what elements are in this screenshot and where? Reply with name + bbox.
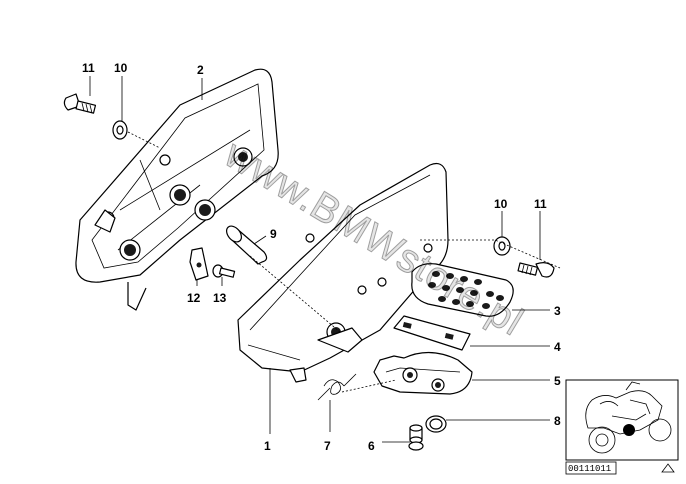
motorcycle-inset: 00111011 xyxy=(565,379,679,475)
callout-11-left: 11 xyxy=(82,61,95,75)
callout-6: 6 xyxy=(368,439,375,453)
callout-labels: 11 10 2 9 12 13 1 7 6 10 11 3 4 5 8 xyxy=(82,61,561,453)
callout-8: 8 xyxy=(554,414,561,428)
pivot-bolt-part-6 xyxy=(408,424,424,451)
callout-7: 7 xyxy=(324,439,331,453)
clip-nut-part-12 xyxy=(189,247,209,281)
callout-13: 13 xyxy=(213,291,227,305)
callout-1: 1 xyxy=(264,439,271,453)
bracket-plate-part-2 xyxy=(75,68,279,311)
callout-10-right: 10 xyxy=(494,197,508,211)
callout-2: 2 xyxy=(197,63,204,77)
spring-part-7 xyxy=(317,373,357,401)
washer-part-10-left xyxy=(112,120,128,140)
bolt-part-11-left xyxy=(63,93,97,114)
callout-12: 12 xyxy=(187,291,201,305)
footpeg-part-5 xyxy=(373,351,473,395)
callout-9: 9 xyxy=(270,227,277,241)
pin-part-9 xyxy=(226,225,268,265)
screw-part-13 xyxy=(212,264,236,278)
shim-plate-part-4 xyxy=(393,315,471,351)
bolt-part-11-right xyxy=(517,262,555,278)
diagram-code: 00111011 xyxy=(568,464,611,474)
callout-5: 5 xyxy=(554,374,561,388)
callout-10-left: 10 xyxy=(114,61,128,75)
circlip-part-8 xyxy=(425,415,447,433)
rubber-pad-part-3 xyxy=(411,263,514,317)
washer-part-10-right xyxy=(493,236,511,256)
heel-guard-part-1 xyxy=(237,162,449,383)
triangle-icon xyxy=(661,463,675,473)
callout-4: 4 xyxy=(554,340,561,354)
callout-11-right: 11 xyxy=(534,197,547,211)
callout-3: 3 xyxy=(554,304,561,318)
location-marker-icon xyxy=(623,424,635,436)
motorcycle-icon xyxy=(585,381,672,454)
leader-lines xyxy=(89,76,561,443)
